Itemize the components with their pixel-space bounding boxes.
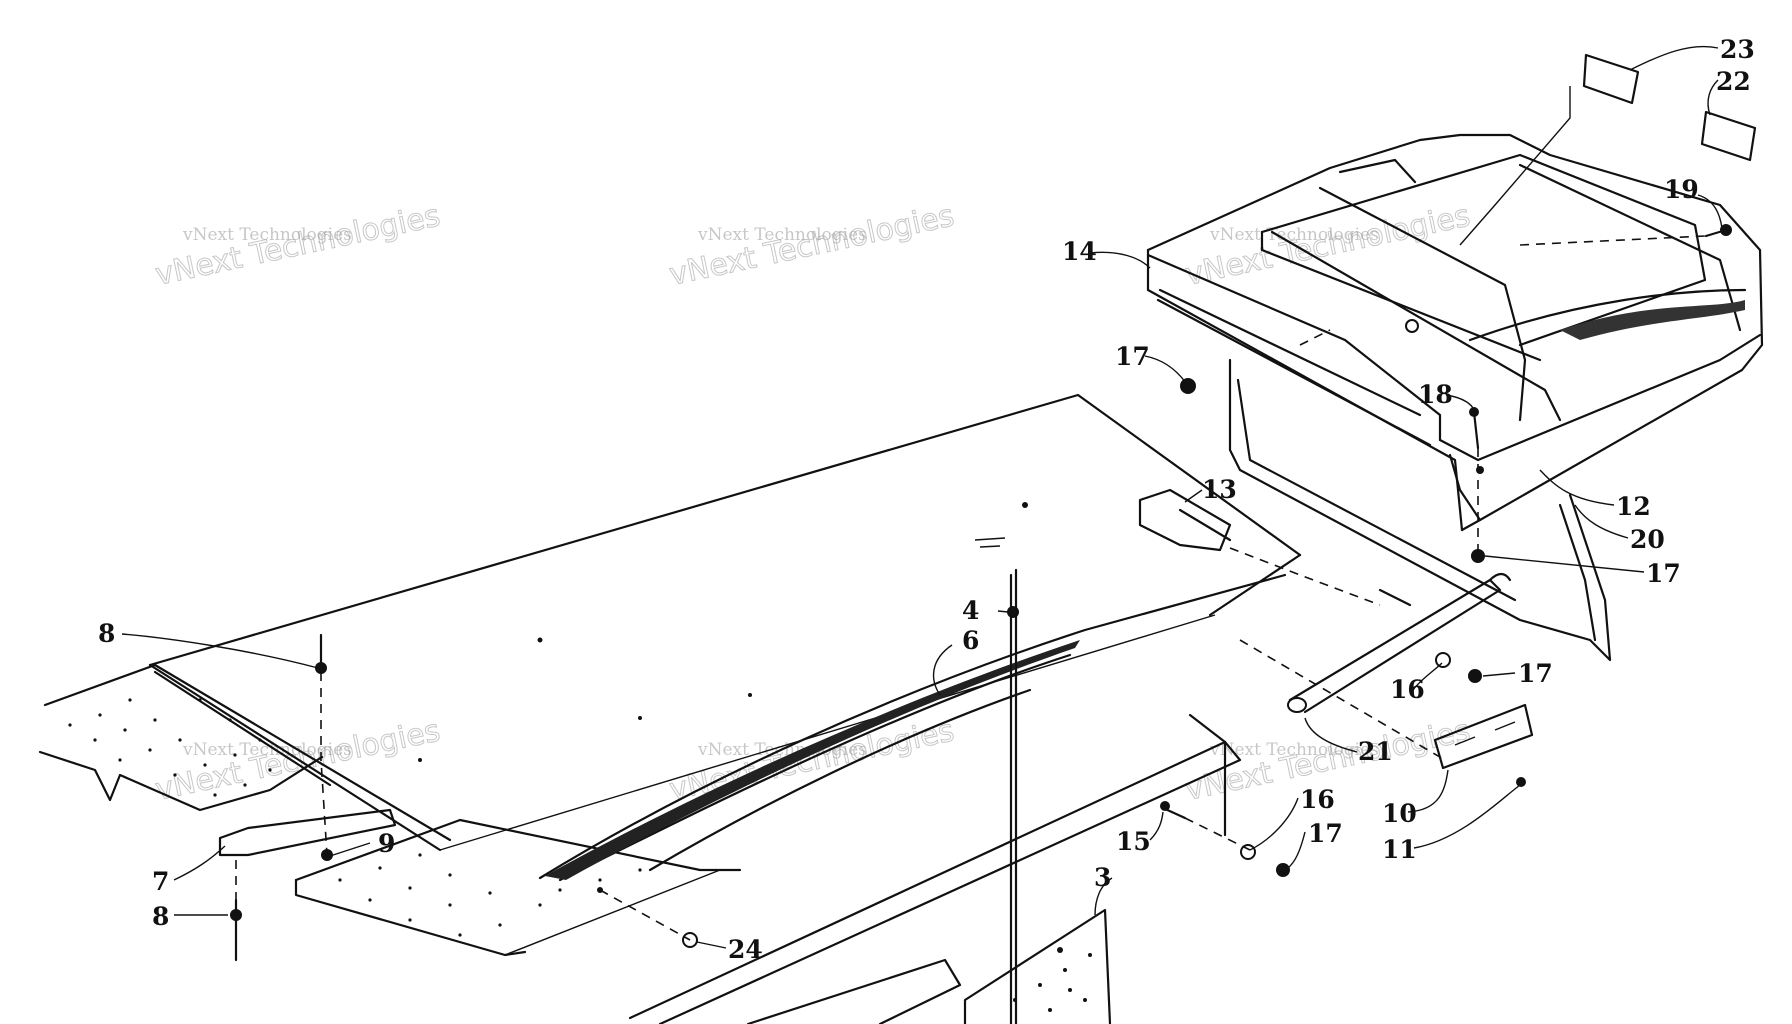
callout-7: 7 bbox=[152, 867, 169, 896]
callout-18: 18 bbox=[1418, 380, 1453, 409]
callout-17: 17 bbox=[1646, 559, 1681, 588]
bracket-3 bbox=[963, 908, 1112, 1024]
lower-front-panel bbox=[294, 818, 742, 957]
grab-handle-tube bbox=[1287, 572, 1512, 714]
decal-23 bbox=[1582, 53, 1640, 105]
watermark-text-large: vNext Technologies bbox=[666, 198, 957, 293]
callout-19: 19 bbox=[1664, 175, 1699, 204]
callout-11: 11 bbox=[1382, 835, 1417, 864]
callout-17: 17 bbox=[1115, 342, 1150, 371]
alignment-lines bbox=[235, 235, 1706, 941]
callouts: 23 22 19 14 17 18 13 12 20 17 8 4 6 16 1… bbox=[98, 35, 1755, 964]
callout-9: 9 bbox=[378, 829, 395, 858]
watermark-text-large: vNext Technologies bbox=[152, 198, 443, 293]
callout-10: 10 bbox=[1382, 799, 1417, 828]
rear-bumper bbox=[1146, 133, 1764, 662]
callout-8: 8 bbox=[152, 902, 169, 931]
callout-12: 12 bbox=[1616, 492, 1651, 521]
tunnel-ridge bbox=[538, 573, 1287, 882]
leader-lines bbox=[121, 45, 1723, 949]
mount-13 bbox=[1138, 488, 1232, 552]
tunnel-panel bbox=[148, 393, 1302, 852]
callout-15: 15 bbox=[1116, 827, 1151, 856]
callout-20: 20 bbox=[1630, 525, 1665, 554]
rod-4 bbox=[1007, 568, 1019, 1024]
callout-13: 13 bbox=[1202, 475, 1237, 504]
plate-10 bbox=[1433, 703, 1534, 770]
watermark-text: vNext Technologies bbox=[182, 740, 352, 760]
callout-22: 22 bbox=[1716, 67, 1751, 96]
callout-4: 4 bbox=[962, 596, 979, 625]
callout-21: 21 bbox=[1358, 737, 1393, 766]
watermark-group: vNext Technologies vNext Technologies vN… bbox=[152, 198, 1474, 809]
callout-6: 6 bbox=[962, 626, 979, 655]
callout-16: 16 bbox=[1300, 785, 1335, 814]
watermark-text: vNext Technologies bbox=[697, 225, 867, 245]
callout-17: 17 bbox=[1518, 659, 1553, 688]
callout-8: 8 bbox=[98, 619, 115, 648]
rear-bar bbox=[628, 713, 1242, 1024]
callout-14: 14 bbox=[1062, 237, 1097, 266]
callout-17: 17 bbox=[1308, 819, 1343, 848]
left-running-board bbox=[38, 663, 452, 842]
watermark-text: vNext Technologies bbox=[182, 225, 352, 245]
watermark-text: vNext Technologies bbox=[1209, 225, 1379, 245]
callout-3: 3 bbox=[1094, 863, 1111, 892]
callout-24: 24 bbox=[728, 935, 763, 964]
callout-23: 23 bbox=[1720, 35, 1755, 64]
decal-22 bbox=[1700, 110, 1757, 162]
callout-16: 16 bbox=[1390, 675, 1425, 704]
hardware bbox=[218, 224, 1732, 962]
